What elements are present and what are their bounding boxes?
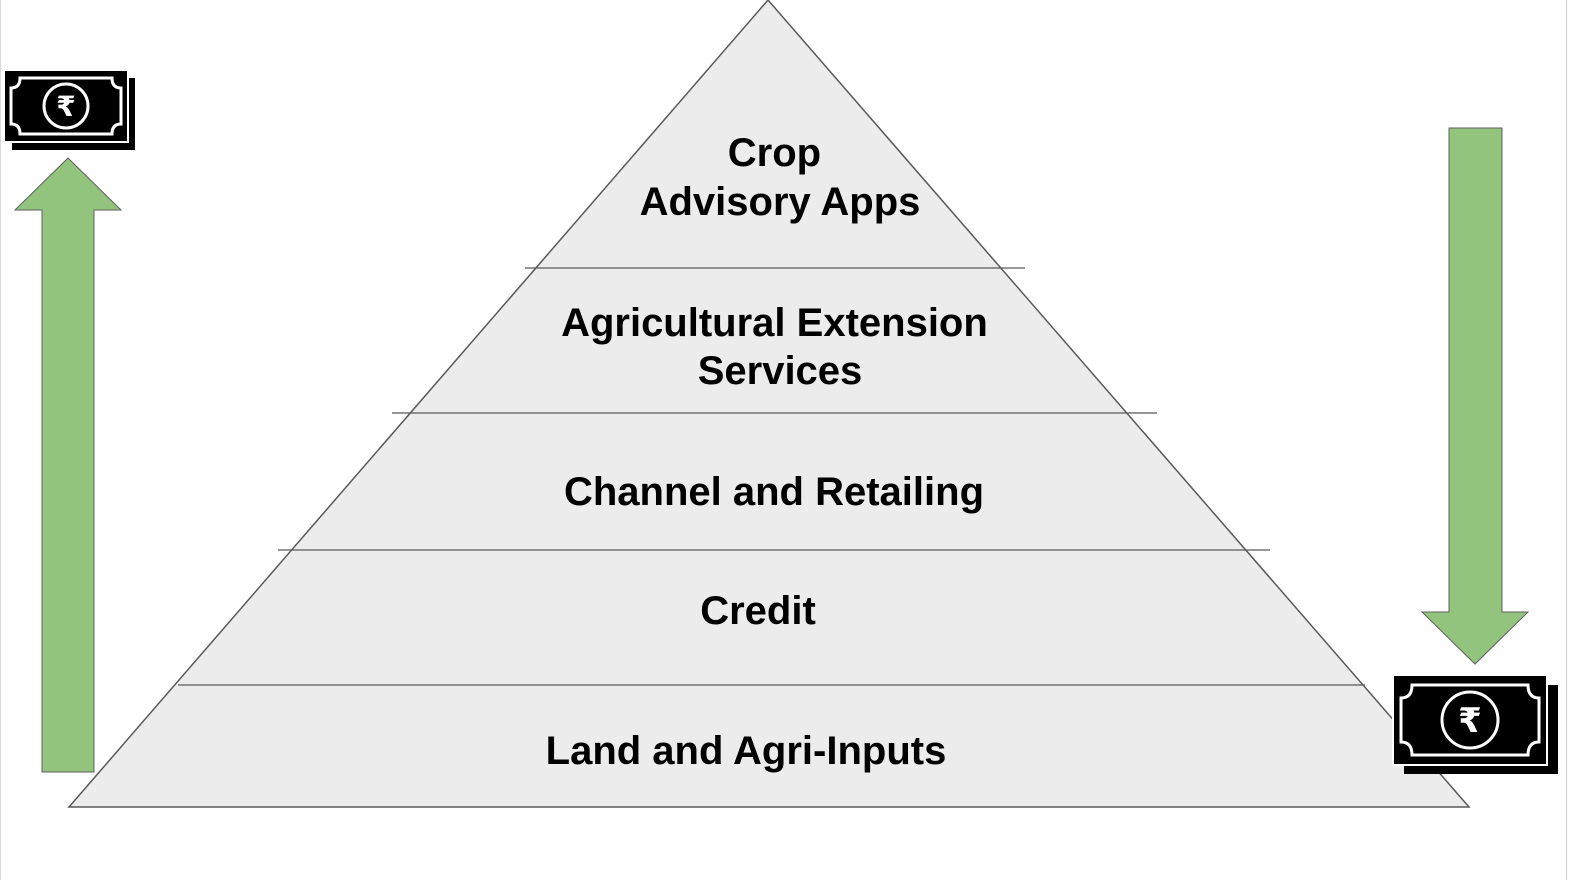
layer-agricultural-extension-label: Agricultural Extension Services	[561, 301, 999, 393]
currency-symbol: ₹	[1458, 701, 1482, 741]
layer-1-line-1: Crop	[728, 131, 821, 175]
layer-2-line-1: Agricultural Extension	[561, 301, 988, 345]
currency-symbol: ₹	[56, 90, 75, 123]
pyramid-body	[67, 0, 1471, 808]
layer-5-line-1: Land and Agri-Inputs	[546, 729, 947, 773]
up-arrow-icon	[13, 157, 123, 773]
slide-left-edge	[0, 0, 1, 880]
layer-credit-label: Credit	[700, 589, 816, 633]
down-arrow-icon	[1420, 127, 1530, 665]
layer-3-line-1: Channel and Retailing	[564, 470, 984, 514]
layer-4-line-1: Credit	[700, 589, 816, 633]
layer-2-line-2: Services	[698, 349, 863, 393]
rupee-banknote-icon: ₹	[1392, 674, 1558, 774]
slide-right-edge	[1566, 0, 1567, 880]
rupee-banknote-icon: ₹	[3, 69, 135, 150]
layer-land-agri-inputs-label: Land and Agri-Inputs	[546, 729, 947, 773]
layer-channel-retailing-label: Channel and Retailing	[564, 470, 984, 514]
layer-1-line-2: Advisory Apps	[640, 180, 921, 224]
layer-crop-advisory-apps-label: Crop Advisory Apps	[640, 131, 921, 224]
